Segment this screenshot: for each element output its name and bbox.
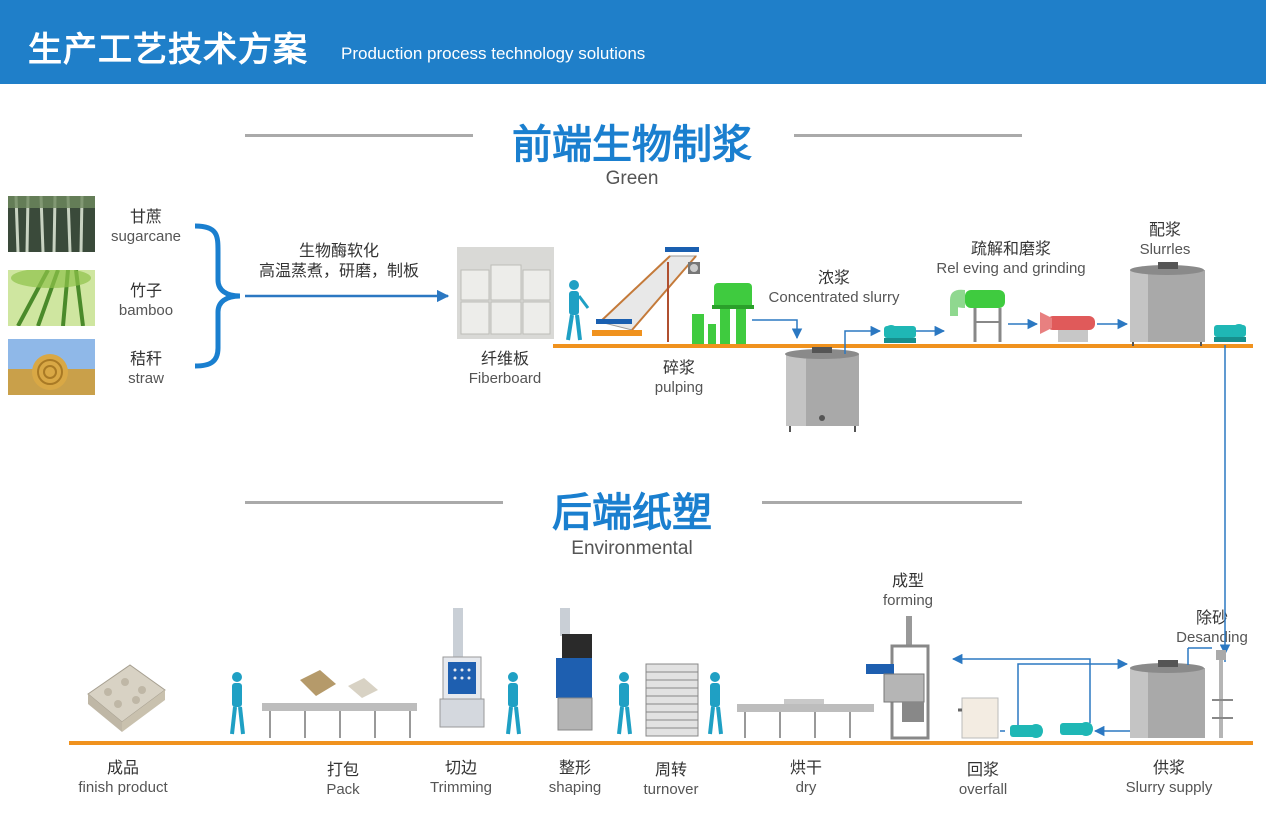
worker-icon-shaping (617, 672, 632, 735)
front-floor (553, 344, 1253, 348)
overfall-tank (958, 697, 999, 739)
packing-conveyor (262, 670, 417, 738)
dryer-conveyor (737, 699, 874, 738)
page-title: 生产工艺技术方案 (28, 30, 308, 70)
page-subtitle: Production process technology solutions (341, 44, 646, 63)
trimming-machine (439, 608, 485, 728)
finished-trays (87, 664, 166, 732)
worker-icon-pack (230, 672, 245, 735)
back-rule-right (762, 501, 1022, 504)
shaping-machine (556, 608, 593, 731)
turnover-rack (645, 663, 699, 737)
pump-icon-1 (884, 325, 916, 343)
sugarcane-photo (8, 196, 95, 252)
front-rule-right (794, 134, 1022, 137)
supply-tank (1130, 660, 1205, 738)
flow-tank-to-pump (844, 325, 882, 354)
flow-supply-to-forming (951, 653, 1091, 723)
front-section-subtitle: Green (605, 168, 659, 189)
pulping-machine (692, 283, 754, 344)
pump-icon-4 (1060, 722, 1093, 736)
front-section-title: 前端生物制浆 (512, 122, 752, 168)
treatment-label: 生物酶软化 高温蒸煮，研磨，制板 (258, 241, 420, 280)
pump-icon-3 (1010, 724, 1043, 738)
pulper-conveyor (592, 247, 700, 342)
flow-to-tank (752, 319, 803, 340)
bamboo-photo (8, 270, 95, 326)
forming-machine (866, 616, 930, 740)
pump-icon-2 (1214, 324, 1246, 342)
slurry-mixing-tank (1130, 262, 1205, 346)
back-rule-left (245, 501, 503, 504)
straw-photo (8, 339, 95, 395)
header-bar: 生产工艺技术方案 Production process technology s… (0, 0, 1266, 84)
relieving-machine (950, 289, 1005, 342)
flow-pump-to-supply (1017, 658, 1129, 725)
worker-icon-dry (708, 672, 723, 735)
concentrated-tank (785, 347, 859, 432)
grinder-machine (1040, 312, 1095, 342)
material-brace (194, 223, 241, 369)
back-section-title: 后端纸塑 (552, 490, 712, 536)
back-floor (69, 741, 1253, 745)
front-rule-left (245, 134, 473, 137)
worker-icon-front (566, 280, 590, 341)
fiberboard-stack (457, 247, 554, 339)
desanding-column (1187, 647, 1233, 738)
worker-icon-trimming (506, 672, 521, 735)
back-section-subtitle: Environmental (571, 538, 693, 559)
